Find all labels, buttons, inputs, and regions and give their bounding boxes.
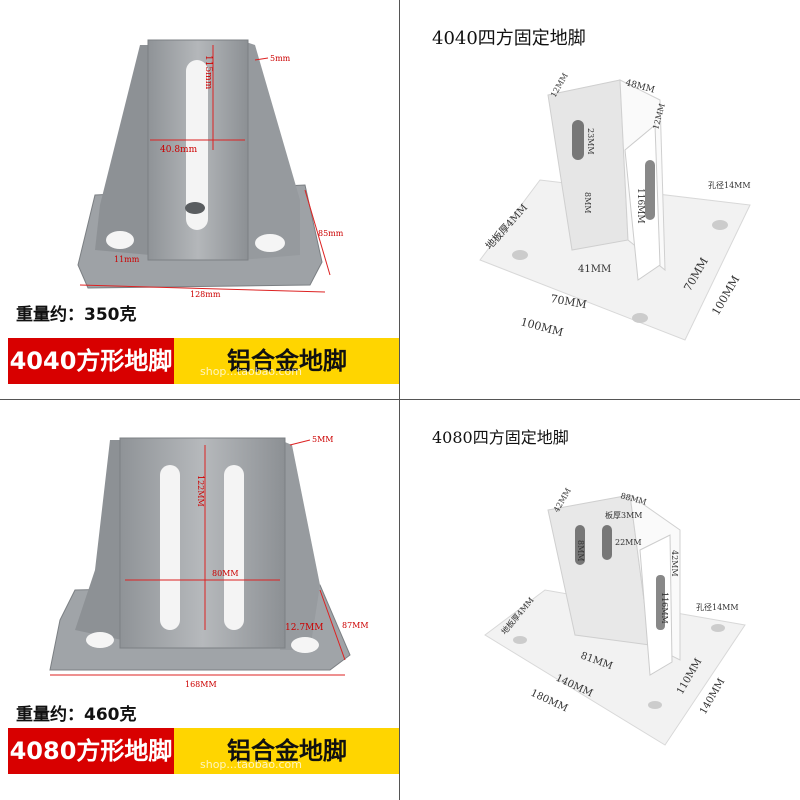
dim-hole-d: 孔径14MM [696,602,739,612]
dim-41: 41MM [578,264,611,275]
divider-horizontal [0,399,800,400]
dim-hole: 12.7MM [285,623,323,633]
dim-thickness: 5MM [312,435,333,444]
panel-title: 4080四方固定地脚 [432,428,569,447]
panel-title: 4040四方固定地脚 [432,28,586,49]
dim-inner-width: 80MM [212,569,239,578]
panel-4040-drawing: 4040四方固定地脚 48MM 12MM 23MM 12MM 8MM 116MM… [400,0,800,400]
watermark: shop...taobao.com [200,365,302,378]
panel-4080-drawing: 4080四方固定地脚 88MM 42MM 板厚3MM 22MM 8MM 116M… [400,400,800,800]
dim-base: 128mm [190,290,221,299]
dim-height: 116MM [635,188,645,224]
product-name-banner: 4080方形地脚 [8,728,174,774]
dim-slot: 22MM [615,538,642,547]
dim-height: 116MM [660,592,669,624]
material-banner: 铝合金地脚 [174,338,400,384]
dim-plate-thickness: 板厚3MM [605,510,642,520]
material-banner: 铝合金地脚 [174,728,400,774]
dim-180: 180MM [529,688,570,715]
dim-hole-a: 8MM [583,192,592,213]
panel-4040-photo: 115mm 5mm 40.8mm 85mm 11mm 128mm 重量约：350… [0,0,400,400]
bracket-4080-illustration: 5MM 122MM 80MM 12.7MM 87MM 168MM [49,435,369,689]
divider-vertical [399,0,400,800]
dim-height: 122MM [196,475,205,507]
product-name-banner: 4040方形地脚 [8,338,174,384]
bracket-4040-illustration: 115mm 5mm 40.8mm 85mm 11mm 128mm [77,39,344,299]
bracket-4040-white-illustration: 48MM 12MM 23MM 12MM 8MM 116MM 地板厚4MM 孔径1… [479,71,751,341]
bracket-4080-white-illustration: 88MM 42MM 板厚3MM 22MM 8MM 116MM 42MM 地板厚4… [484,486,746,746]
dim-hole-a: 8MM [576,540,585,561]
dim-hole-d: 孔径14MM [708,180,751,190]
weight-label: 重量约：460克 [16,705,137,725]
watermark: shop...taobao.com [200,758,302,771]
dim-hole: 11mm [114,255,140,264]
dim-side: 85mm [318,229,344,238]
dim-side-b: 42MM [670,550,679,577]
dim-base: 168MM [185,680,217,689]
dim-slot: 23MM [586,128,595,155]
panel-4080-photo: 5MM 122MM 80MM 12.7MM 87MM 168MM 重量约：460… [0,400,400,800]
dim-thickness: 5mm [270,54,291,63]
dim-inner-width: 40.8mm [160,145,198,155]
dim-height: 115mm [203,55,213,90]
dim-100a: 100MM [519,315,564,339]
dim-side: 87MM [342,621,369,630]
dim-70a: 70MM [549,292,587,311]
weight-label: 重量约：350克 [16,305,137,325]
